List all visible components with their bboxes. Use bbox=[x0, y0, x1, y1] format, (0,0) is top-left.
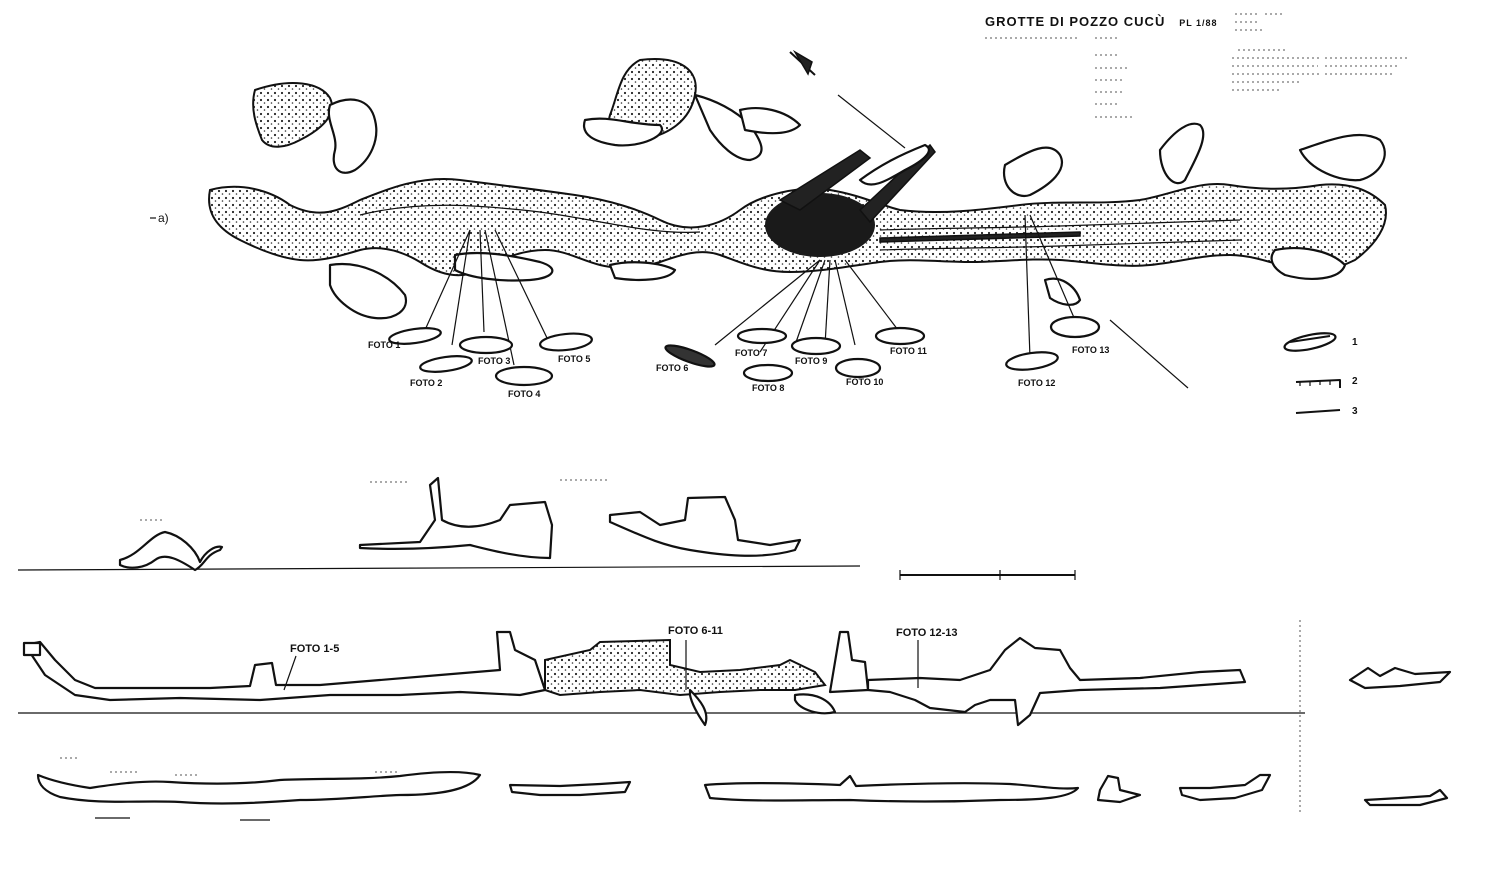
plan-view: a) bbox=[150, 49, 1387, 389]
profile-row-2: FOTO 1-5 FOTO 6-11 FOTO 12-13 bbox=[18, 620, 1452, 812]
legend: 1 2 3 bbox=[1283, 332, 1358, 417]
foto-5-label: FOTO 5 bbox=[558, 354, 590, 364]
plate-number: PL 1/88 bbox=[1179, 18, 1218, 28]
map-title: GROTTE DI POZZO CUCÙ PL 1/88 bbox=[985, 14, 1218, 29]
header-small-print bbox=[985, 13, 1410, 118]
foto-6-label: FOTO 6 bbox=[656, 363, 688, 373]
foto-9-label: FOTO 9 bbox=[795, 356, 827, 366]
profile-row-3 bbox=[36, 757, 1449, 821]
photo-markers: FOTO 1 FOTO 2 FOTO 3 FOTO 4 FOTO 5 FOTO … bbox=[368, 315, 1109, 399]
profile-foto-6-11-label: FOTO 6-11 bbox=[668, 625, 723, 637]
foto-7-label: FOTO 7 bbox=[735, 348, 767, 358]
map-title-text: GROTTE DI POZZO CUCÙ bbox=[985, 14, 1166, 29]
profile-foto-12-13-label: FOTO 12-13 bbox=[896, 627, 958, 639]
foto-12-label: FOTO 12 bbox=[1018, 378, 1055, 388]
legend-line-symbol-icon bbox=[1295, 409, 1341, 414]
foto-11-label: FOTO 11 bbox=[890, 346, 927, 356]
legend-shaft-symbol-icon bbox=[1295, 379, 1341, 388]
foto-10-label: FOTO 10 bbox=[846, 377, 883, 387]
foto-3-label: FOTO 3 bbox=[478, 356, 510, 366]
foto-4-label: FOTO 4 bbox=[508, 389, 540, 399]
foto-1-label: FOTO 1 bbox=[368, 340, 400, 350]
foto-13-label: FOTO 13 bbox=[1072, 345, 1109, 355]
legend-number-2: 2 bbox=[1352, 376, 1358, 387]
legend-number-1: 1 bbox=[1352, 337, 1358, 348]
profile-row-1 bbox=[17, 476, 1076, 580]
legend-number-3: 3 bbox=[1352, 406, 1358, 417]
north-arrow-icon bbox=[789, 49, 906, 149]
section-marker: a) bbox=[158, 211, 169, 225]
profile-foto-1-5-label: FOTO 1-5 bbox=[290, 643, 339, 655]
foto-2-label: FOTO 2 bbox=[410, 378, 442, 388]
scale-bar bbox=[899, 570, 1076, 580]
foto-8-label: FOTO 8 bbox=[752, 383, 784, 393]
